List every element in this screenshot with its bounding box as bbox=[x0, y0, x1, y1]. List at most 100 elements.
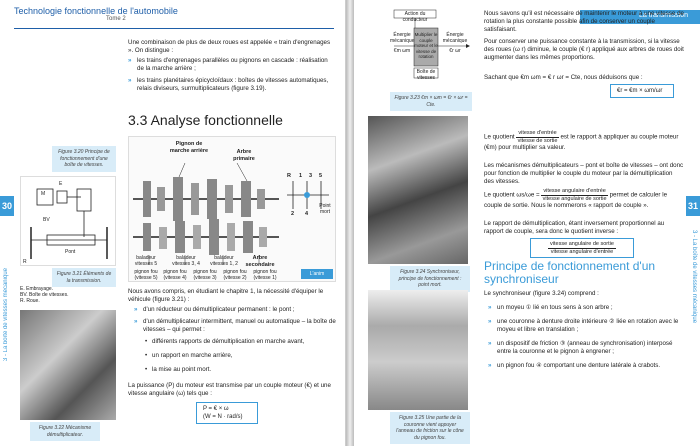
synchro-bullet: un moyeu ① lié en tous sens à son arbre … bbox=[488, 304, 684, 312]
book-title: Technologie fonctionnelle de l'automobil… bbox=[14, 6, 178, 16]
power-formula: P = € × ω (W = N · rad/s) bbox=[196, 402, 258, 424]
synchro-bullet: un dispositif de friction ③ (anneau de s… bbox=[488, 340, 684, 356]
idler-4-label: pignon fou (vitesse 4) bbox=[163, 269, 187, 281]
idler-5-label: pignon fou (vitesse 5) bbox=[134, 269, 158, 281]
chapter-side-text-left: 3 - La boîte de vitesses mécanique bbox=[3, 268, 9, 362]
gear-1: 1 bbox=[299, 173, 303, 179]
page-tab-left: 30 bbox=[0, 196, 14, 216]
idler-2-label: pignon fou (vitesse 2) bbox=[223, 269, 247, 281]
slider-34-label: baladeur vitesses 3, 4 bbox=[172, 255, 200, 267]
figure-3-25-caption: Figure 3.25 Une partie de la couronne vi… bbox=[390, 412, 470, 444]
output-torque-label: €r ωr bbox=[449, 48, 461, 54]
paragraph: Le rapport de démultiplication, étant in… bbox=[484, 220, 665, 236]
page-number-left: 30 bbox=[1, 201, 12, 211]
synchro-bullet: une couronne à denture droite intérieure… bbox=[488, 318, 684, 334]
power-formula-line1: P = € × ω bbox=[203, 406, 229, 412]
fraction-denominator: vitesse de sortie bbox=[517, 137, 558, 144]
energy-flow-schematic bbox=[393, 9, 470, 79]
idler-3-label: pignon fou (vitesse 3) bbox=[193, 269, 217, 281]
figure-3-20-caption: Figure 3.20 Principe de fonctionnement d… bbox=[52, 146, 116, 172]
power-paragraph: La puissance (P) du moteur est transmise… bbox=[128, 382, 331, 398]
input-energy-label: Énergie mécanique bbox=[390, 32, 415, 44]
intro-paragraph: Une combinaison de plus de deux roues es… bbox=[128, 39, 331, 55]
paragraph: Pour conserver une puissance constante à… bbox=[484, 38, 684, 62]
figure-3-24-photo bbox=[368, 116, 468, 264]
fraction-numerator: vitesse angulaire de sortie bbox=[548, 241, 616, 249]
reverse-pinion-label: Pignon de marche arrière bbox=[169, 141, 209, 154]
paragraph: Les mécanismes démultiplicateurs – pont … bbox=[484, 162, 684, 186]
figure-3-22-caption: Figure 3.22 Mécanisme démultiplicateur. bbox=[30, 422, 100, 441]
animation-badge-label: L'anim bbox=[309, 271, 325, 277]
header-rule bbox=[14, 28, 334, 29]
input-shaft-label: Arbre primaire bbox=[233, 149, 255, 162]
intro-bullet: les trains d'engrenages parallèles ou pi… bbox=[128, 57, 336, 73]
clutch-label: E bbox=[59, 181, 63, 187]
gearbox-schematic bbox=[133, 162, 329, 265]
omega-ratio: ωs/ωe bbox=[516, 191, 535, 199]
figure-3-23-caption: Figure 3.23 €m × ωm = €r × ωr = Cte. bbox=[390, 92, 472, 111]
idler-1-label: pignon fou (vitesse 1) bbox=[253, 269, 277, 281]
fraction-numerator: vitesse angulaire d'entrée bbox=[541, 188, 608, 196]
input-torque-label: €m ωm bbox=[393, 48, 411, 54]
fraction-denominator: vitesse angulaire d'entrée bbox=[550, 248, 614, 255]
page-tab-right: 31 bbox=[686, 196, 700, 216]
quotient-text: est le rapport à appliquer au couple mot… bbox=[484, 133, 679, 151]
multiplier-box-label: Multiplier le couple moteur et le vitess… bbox=[414, 32, 438, 59]
page-number-right: 31 bbox=[687, 201, 698, 211]
figure-3-23-diagram: Action du conducteur Énergie mécanique €… bbox=[390, 8, 472, 88]
neutral-label: Point mort bbox=[319, 203, 331, 215]
figure-3-22-photo bbox=[20, 310, 116, 420]
quotient-text: permet de calculer le couple de sortie. … bbox=[484, 191, 668, 209]
legend-item: R. Roue. bbox=[20, 298, 40, 304]
output-energy-label: Énergie mécanique bbox=[442, 32, 468, 44]
right-header: La transmission bbox=[354, 0, 700, 24]
gear-3: 3 bbox=[309, 173, 313, 179]
figure-3-24-caption: Figure 3.24 Synchroniseur, principe de f… bbox=[390, 266, 470, 292]
gearbox-diagram: Pignon de marche arrière Arbre primaire … bbox=[128, 136, 336, 282]
header-bar bbox=[580, 10, 700, 24]
left-header: Technologie fonctionnelle de l'automobil… bbox=[0, 0, 345, 30]
power-formula-line2: (W = N · rad/s) bbox=[203, 414, 243, 420]
legend-item: BV. Boîte de vitesses. bbox=[20, 292, 69, 298]
wheel-label: R bbox=[23, 259, 27, 265]
slider-12-label: baladeur vitesses 1, 2 bbox=[210, 255, 238, 267]
synchro-section-title: Principe de fonctionnement d'un synchron… bbox=[484, 259, 656, 286]
fraction-numerator: vitesse d'entrée bbox=[516, 130, 559, 138]
left-page: Technologie fonctionnelle de l'automobil… bbox=[0, 0, 346, 446]
quotient-paragraph: Le quotient ωs/ωe = vitesse angulaire d'… bbox=[484, 188, 668, 209]
gear-r: R bbox=[287, 173, 291, 179]
intro-bullet: les trains planétaires épicycloïdaux : b… bbox=[128, 77, 336, 93]
chapter-title: La transmission bbox=[638, 12, 688, 19]
axle-label: Pont bbox=[65, 249, 76, 255]
driver-action-label: Action du conducteur bbox=[402, 11, 428, 23]
output-shaft-label: Arbre secondaire bbox=[245, 255, 275, 268]
body-bullet: d'un démultiplicateur intermittent, manu… bbox=[134, 318, 336, 334]
book-volume: Tome 2 bbox=[106, 16, 126, 22]
right-page: La transmission 31 3 - La boîte de vites… bbox=[354, 0, 700, 446]
synchro-bullet: un pignon fou ④ comportant une denture l… bbox=[488, 362, 684, 370]
gear-4: 4 bbox=[305, 211, 309, 217]
book-gutter bbox=[346, 0, 354, 446]
fraction-denominator: vitesse angulaire de sortie bbox=[542, 195, 607, 202]
ratio-formula: €r = €m × ωm/ωr bbox=[610, 84, 674, 98]
paragraph: Le synchroniseur (figure 3.24) comprend … bbox=[484, 290, 599, 297]
engine-label: M bbox=[41, 191, 46, 197]
body-paragraph: Nous avons compris, en étudiant le chapi… bbox=[128, 288, 324, 304]
gear-2: 2 bbox=[291, 211, 295, 217]
chapter-side-text-right: 3 - La boîte de vitesses mécanique bbox=[691, 230, 697, 324]
gearbox-label: BV bbox=[43, 217, 50, 223]
animation-badge[interactable]: L'anim bbox=[301, 269, 333, 279]
legend-item: E. Embrayage. bbox=[20, 286, 54, 292]
transmission-schematic bbox=[30, 188, 108, 259]
quotient-intro: Le quotient bbox=[484, 133, 515, 141]
quotient-intro: Le quotient bbox=[484, 191, 515, 199]
figure-3-21-caption: Figure 3.21 Éléments de la transmission. bbox=[52, 268, 116, 287]
sub-bullet: la mise au point mort. bbox=[144, 366, 336, 374]
paragraph: Sachant que €m ωm = € r ωr = Cte, nous d… bbox=[484, 74, 643, 81]
body-bullet: d'un réducteur ou démultiplicateur perma… bbox=[134, 306, 336, 314]
